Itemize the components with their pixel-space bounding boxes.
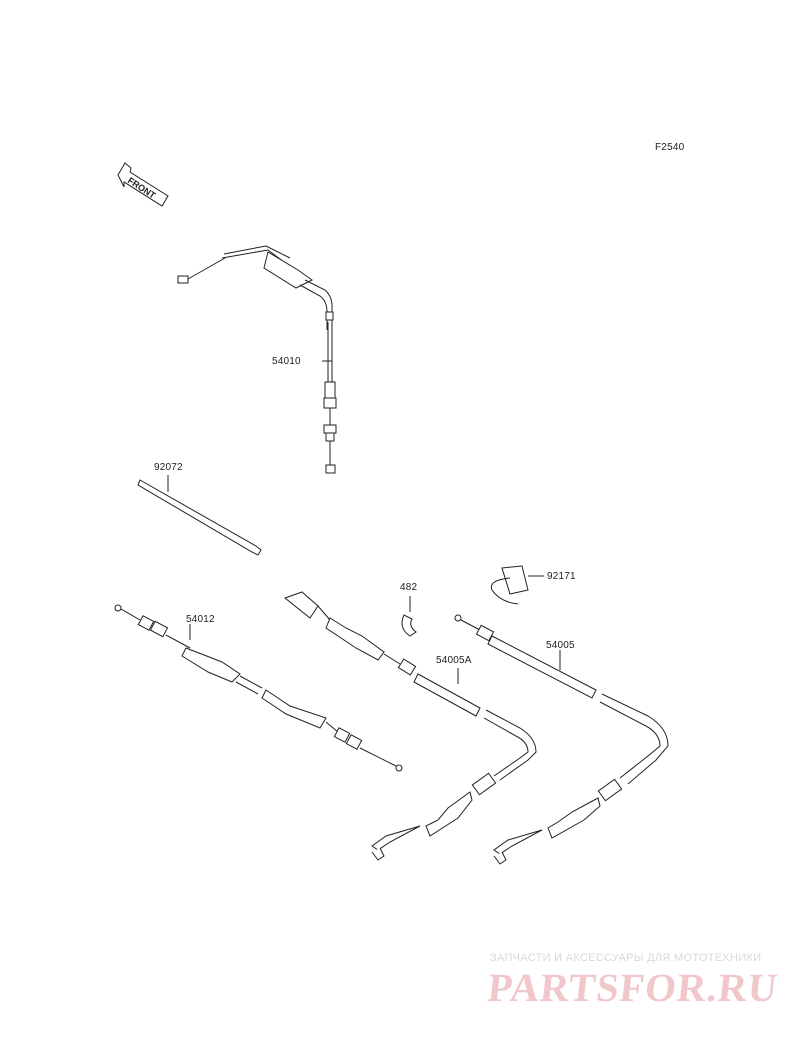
tie-band-92072: [137, 475, 262, 556]
watermark-logo: PARTSFOR.RU: [485, 965, 781, 1010]
part-label-92072: 92072: [154, 462, 183, 473]
part-label-54005: 54005: [546, 640, 575, 651]
part-label-54005A: 54005A: [436, 655, 472, 666]
part-label-54012: 54012: [186, 614, 215, 625]
cable-54012: [114, 604, 403, 772]
part-label-482: 482: [400, 582, 418, 593]
cable-54005: [454, 614, 669, 865]
watermark-caption: ЗАПЧАСТИ И АКСЕССУАРЫ ДЛЯ МОТОТЕХНИКИ: [490, 952, 762, 964]
part-label-54010: 54010: [272, 356, 301, 367]
cable-54005A: [283, 591, 537, 861]
part-label-92171: 92171: [547, 571, 576, 582]
diagram-code: F2540: [655, 142, 685, 153]
bracket-92171: [490, 565, 544, 605]
clip-482: [401, 596, 417, 637]
front-arrow-icon: FRONT: [117, 162, 169, 207]
throttle-cable-54010: [177, 245, 337, 474]
